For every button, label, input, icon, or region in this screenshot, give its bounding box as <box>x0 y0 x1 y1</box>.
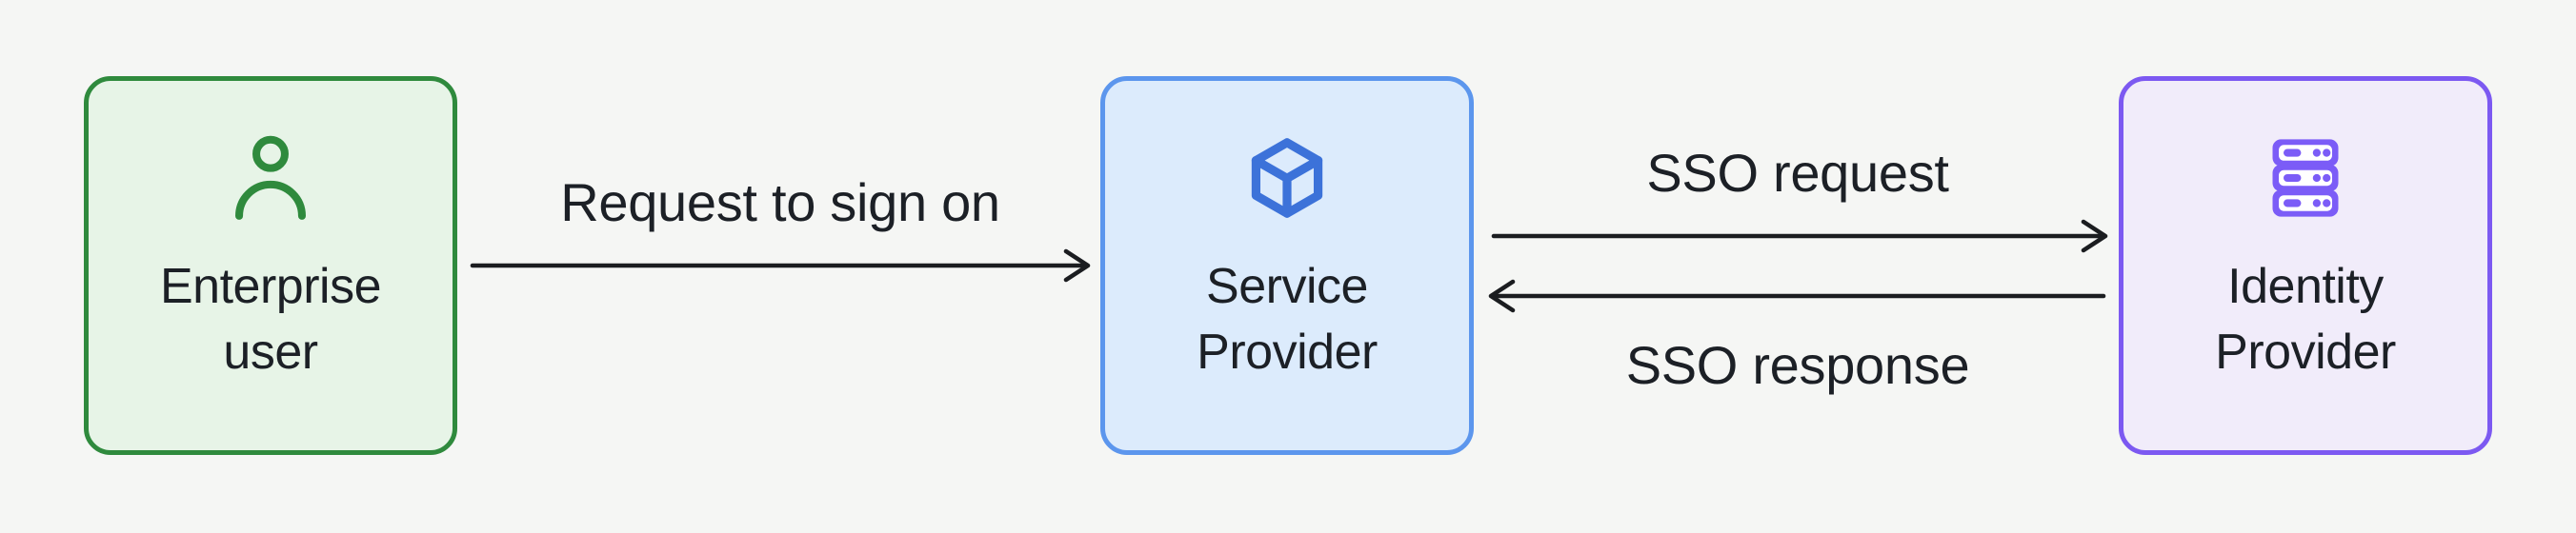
node-label-identity-provider: Identity Provider <box>2215 254 2396 385</box>
node-label-enterprise-user: Enterprise user <box>160 254 382 385</box>
arrow-right-icon <box>1491 219 2108 253</box>
user-icon <box>235 135 306 220</box>
node-label-line: Enterprise <box>160 259 382 314</box>
arrow-right-icon <box>470 248 1091 283</box>
node-label-line: user <box>223 325 318 380</box>
node-label-service-provider: Service Provider <box>1197 254 1378 385</box>
edge-label-sso-request: SSO request <box>1646 143 1949 203</box>
node-label-line: Service <box>1206 259 1368 314</box>
edge-label-sso-response: SSO response <box>1625 335 1970 395</box>
node-label-line: Provider <box>2215 325 2396 380</box>
arrow-left-icon <box>1488 279 2106 313</box>
node-enterprise-user: Enterprise user <box>84 76 457 455</box>
node-label-line: Provider <box>1197 325 1378 380</box>
edge-label-request-to-sign-on: Request to sign on <box>560 172 1000 232</box>
node-label-line: Identity <box>2227 259 2384 314</box>
server-icon <box>2272 139 2339 217</box>
node-identity-provider: Identity Provider <box>2119 76 2492 455</box>
cube-icon <box>1251 138 1323 218</box>
node-service-provider: Service Provider <box>1100 76 1474 455</box>
